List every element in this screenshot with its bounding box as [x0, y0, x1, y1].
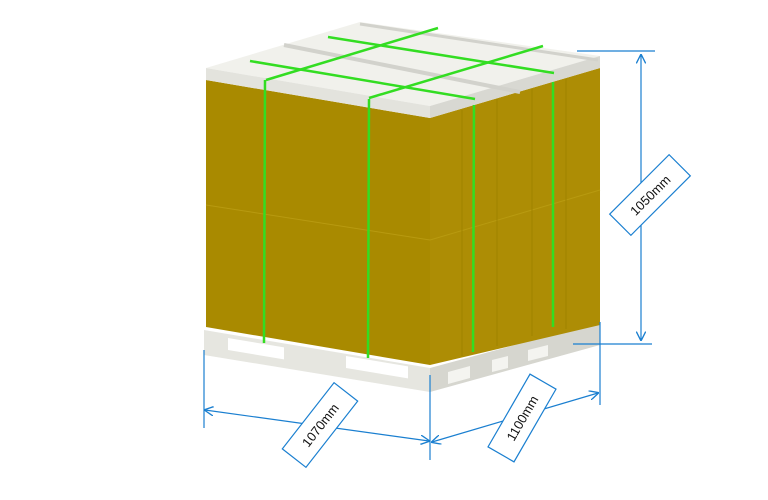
- straps: [249, 26, 555, 359]
- pallet: [204, 322, 600, 392]
- top-cap: [206, 22, 600, 118]
- width-dimension-label: 1100mm: [487, 373, 557, 463]
- length-dimension-label: 1070mm: [281, 381, 359, 469]
- box-side-face: [430, 68, 600, 365]
- height-dimension-label: 1050mm: [608, 153, 692, 237]
- side-box-seams: [461, 79, 567, 356]
